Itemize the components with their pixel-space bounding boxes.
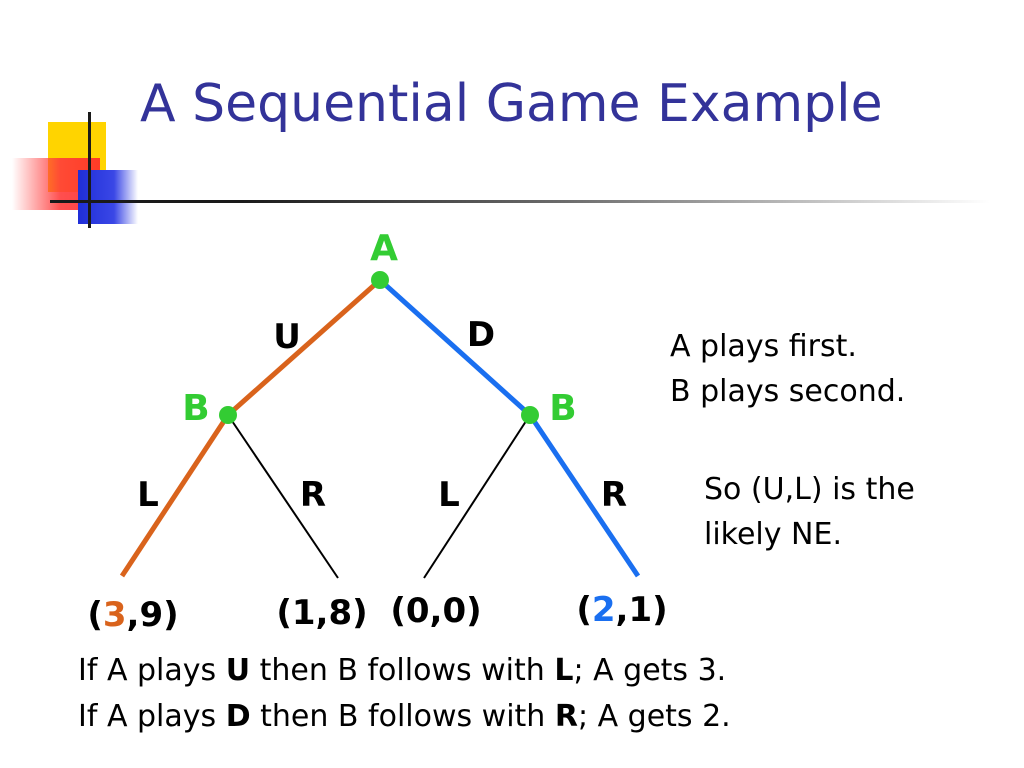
node-b-left: [219, 406, 237, 424]
edge-a-to-b-left: [226, 278, 382, 417]
move-label-b-left-l: L: [137, 475, 159, 515]
edge-a-to-b-right: [378, 278, 532, 417]
caption-row-d-pre: If A plays: [78, 699, 226, 734]
player-label-a: A: [370, 228, 398, 269]
caption-block: If A plays U then B follows with L; A ge…: [78, 648, 731, 740]
payoff-dr-open: (: [576, 590, 592, 630]
payoff-ul-rest: ,9): [127, 595, 179, 635]
node-a: [371, 271, 389, 289]
player-label-b-right: B: [549, 388, 576, 429]
move-label-d: D: [467, 315, 495, 355]
note-equilibrium: So (U,L) is the likely NE.: [704, 467, 915, 557]
payoff-dr: (2,1): [576, 590, 667, 630]
payoff-dr-a-value: 2: [592, 590, 616, 630]
caption-row-d-post: ; A gets 2.: [577, 699, 731, 734]
title-decoration-vertical-line: [88, 112, 91, 228]
slide-title: A Sequential Game Example: [140, 74, 883, 134]
note-line-ne-1: So (U,L) is the: [704, 472, 915, 507]
caption-row-u-move: U: [225, 653, 251, 688]
move-label-b-left-r: R: [300, 475, 326, 515]
node-b-right: [521, 406, 539, 424]
title-underline: [50, 200, 990, 203]
move-label-u: U: [273, 317, 301, 357]
note-line-b-second: B plays second.: [670, 374, 906, 409]
caption-row-u-post: ; A gets 3.: [573, 653, 727, 688]
payoff-dr-rest: ,1): [616, 590, 668, 630]
payoff-ul-a-value: 3: [103, 595, 127, 635]
caption-row-u-mid: then B follows with: [250, 653, 555, 688]
caption-row-d-move: D: [225, 699, 251, 734]
move-label-b-right-r: R: [601, 475, 627, 515]
caption-row-d-reply: R: [554, 699, 578, 734]
edge-b-left-to-ul: [119, 413, 231, 578]
note-order: A plays first. B plays second.: [670, 324, 905, 414]
payoff-ul-open: (: [87, 595, 103, 635]
note-line-a-first: A plays first.: [670, 329, 857, 364]
note-line-ne-2: likely NE.: [704, 517, 842, 552]
edge-b-left-to-ur: [227, 414, 339, 579]
caption-row-u-reply: L: [554, 653, 574, 688]
player-label-b-left: B: [182, 388, 209, 429]
move-label-b-right-l: L: [438, 475, 460, 515]
caption-row-d: If A plays D then B follows with R; A ge…: [78, 694, 731, 740]
caption-row-d-mid: then B follows with: [250, 699, 555, 734]
caption-row-u-pre: If A plays: [78, 653, 226, 688]
edge-b-right-to-dl: [423, 414, 531, 579]
payoff-dl: (0,0): [390, 591, 481, 631]
caption-row-u: If A plays U then B follows with L; A ge…: [78, 648, 731, 694]
payoff-ul: (3,9): [87, 595, 178, 635]
edge-b-right-to-dr: [527, 413, 641, 578]
payoff-ur: (1,8): [276, 593, 367, 633]
